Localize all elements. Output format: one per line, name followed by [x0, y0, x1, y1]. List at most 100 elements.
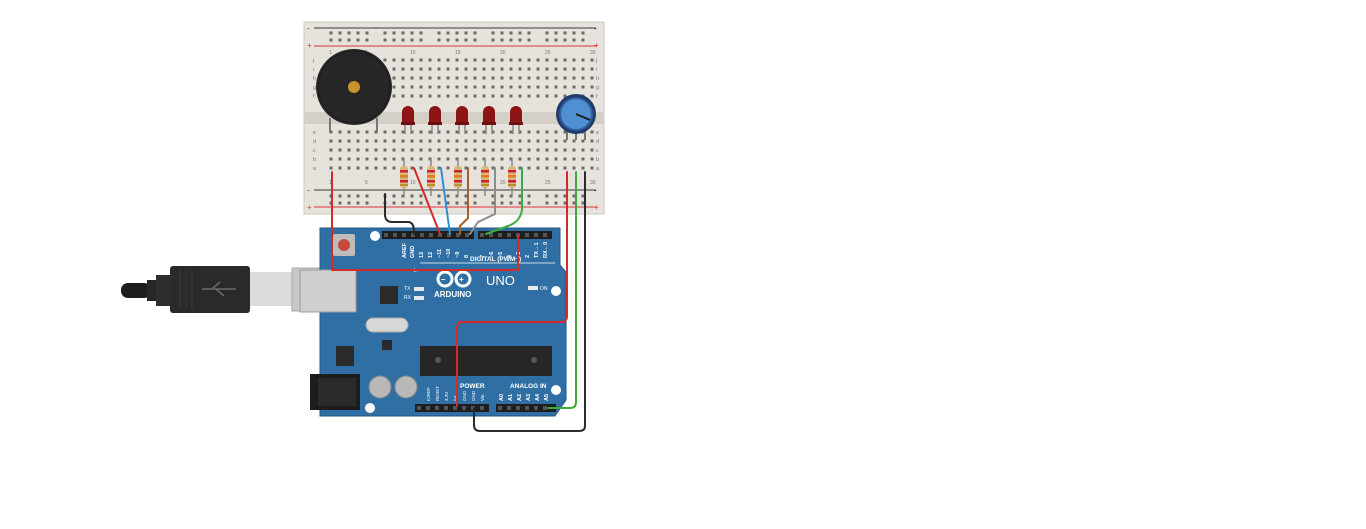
- breadboard-hole[interactable]: [554, 85, 558, 89]
- breadboard-hole[interactable]: [473, 67, 477, 71]
- breadboard-hole[interactable]: [500, 85, 504, 89]
- breadboard-hole[interactable]: [437, 139, 441, 143]
- breadboard-hole[interactable]: [401, 130, 405, 134]
- breadboard-hole[interactable]: [455, 194, 459, 198]
- breadboard-hole[interactable]: [518, 38, 522, 42]
- led[interactable]: [482, 106, 496, 134]
- breadboard-hole[interactable]: [437, 148, 441, 152]
- breadboard-hole[interactable]: [365, 194, 369, 198]
- breadboard-hole[interactable]: [518, 139, 522, 143]
- breadboard-hole[interactable]: [392, 148, 396, 152]
- header-pin[interactable]: [516, 406, 520, 410]
- breadboard-hole[interactable]: [500, 58, 504, 62]
- wire-green-pot-a5[interactable]: [547, 171, 577, 409]
- breadboard-hole[interactable]: [374, 166, 378, 170]
- breadboard-hole[interactable]: [437, 157, 441, 161]
- breadboard-hole[interactable]: [428, 139, 432, 143]
- breadboard-hole[interactable]: [419, 148, 423, 152]
- breadboard-hole[interactable]: [545, 76, 549, 80]
- wire-green-pin8[interactable]: [485, 167, 523, 235]
- breadboard-hole[interactable]: [401, 67, 405, 71]
- breadboard-hole[interactable]: [491, 76, 495, 80]
- breadboard-hole[interactable]: [527, 130, 531, 134]
- breadboard-hole[interactable]: [356, 130, 360, 134]
- breadboard-hole[interactable]: [419, 139, 423, 143]
- wire-red-pot-5v[interactable]: [456, 171, 568, 407]
- breadboard-hole[interactable]: [419, 67, 423, 71]
- breadboard-hole[interactable]: [392, 58, 396, 62]
- breadboard-hole[interactable]: [392, 85, 396, 89]
- breadboard-hole[interactable]: [419, 58, 423, 62]
- header-pin[interactable]: [417, 406, 421, 410]
- header-pin[interactable]: [444, 406, 448, 410]
- breadboard-hole[interactable]: [509, 139, 513, 143]
- breadboard-hole[interactable]: [401, 201, 405, 205]
- breadboard-hole[interactable]: [446, 148, 450, 152]
- breadboard-hole[interactable]: [500, 130, 504, 134]
- breadboard-hole[interactable]: [563, 157, 567, 161]
- breadboard-hole[interactable]: [554, 157, 558, 161]
- breadboard-hole[interactable]: [545, 58, 549, 62]
- breadboard-hole[interactable]: [491, 139, 495, 143]
- breadboard-hole[interactable]: [581, 194, 585, 198]
- breadboard-hole[interactable]: [590, 58, 594, 62]
- breadboard-hole[interactable]: [491, 31, 495, 35]
- breadboard-hole[interactable]: [401, 38, 405, 42]
- breadboard-hole[interactable]: [572, 85, 576, 89]
- header-pin[interactable]: [402, 233, 406, 237]
- breadboard-hole[interactable]: [446, 166, 450, 170]
- header-pin[interactable]: [435, 406, 439, 410]
- potentiometer[interactable]: [556, 94, 596, 140]
- breadboard-hole[interactable]: [428, 58, 432, 62]
- breadboard-hole[interactable]: [545, 130, 549, 134]
- breadboard-hole[interactable]: [545, 94, 549, 98]
- breadboard-hole[interactable]: [347, 31, 351, 35]
- breadboard-hole[interactable]: [428, 130, 432, 134]
- breadboard-hole[interactable]: [581, 166, 585, 170]
- breadboard-hole[interactable]: [473, 201, 477, 205]
- breadboard-hole[interactable]: [347, 194, 351, 198]
- breadboard-hole[interactable]: [572, 58, 576, 62]
- breadboard-hole[interactable]: [392, 76, 396, 80]
- breadboard-hole[interactable]: [392, 139, 396, 143]
- breadboard-hole[interactable]: [500, 31, 504, 35]
- header-pin[interactable]: [462, 406, 466, 410]
- breadboard-hole[interactable]: [581, 157, 585, 161]
- breadboard-hole[interactable]: [572, 166, 576, 170]
- breadboard-hole[interactable]: [482, 148, 486, 152]
- breadboard-hole[interactable]: [590, 166, 594, 170]
- breadboard-hole[interactable]: [473, 148, 477, 152]
- breadboard-hole[interactable]: [365, 130, 369, 134]
- breadboard-hole[interactable]: [536, 85, 540, 89]
- breadboard-hole[interactable]: [383, 130, 387, 134]
- breadboard-hole[interactable]: [347, 201, 351, 205]
- breadboard-hole[interactable]: [446, 31, 450, 35]
- header-pin[interactable]: [480, 406, 484, 410]
- breadboard-hole[interactable]: [392, 130, 396, 134]
- breadboard-hole[interactable]: [518, 85, 522, 89]
- breadboard-hole[interactable]: [491, 58, 495, 62]
- breadboard-hole[interactable]: [536, 139, 540, 143]
- breadboard-hole[interactable]: [410, 58, 414, 62]
- breadboard-hole[interactable]: [590, 85, 594, 89]
- breadboard-hole[interactable]: [590, 148, 594, 152]
- breadboard-hole[interactable]: [383, 31, 387, 35]
- breadboard-hole[interactable]: [419, 94, 423, 98]
- header-pin[interactable]: [447, 233, 451, 237]
- breadboard-hole[interactable]: [410, 194, 414, 198]
- wires[interactable]: [331, 167, 586, 432]
- breadboard-hole[interactable]: [419, 130, 423, 134]
- breadboard-hole[interactable]: [419, 157, 423, 161]
- breadboard-hole[interactable]: [356, 31, 360, 35]
- breadboard-hole[interactable]: [500, 194, 504, 198]
- breadboard-hole[interactable]: [473, 76, 477, 80]
- breadboard-hole[interactable]: [455, 38, 459, 42]
- breadboard-hole[interactable]: [545, 166, 549, 170]
- breadboard-hole[interactable]: [563, 148, 567, 152]
- breadboard-hole[interactable]: [518, 194, 522, 198]
- breadboard-hole[interactable]: [410, 38, 414, 42]
- breadboard-hole[interactable]: [437, 31, 441, 35]
- breadboard-hole[interactable]: [554, 38, 558, 42]
- breadboard-hole[interactable]: [554, 148, 558, 152]
- breadboard-hole[interactable]: [554, 201, 558, 205]
